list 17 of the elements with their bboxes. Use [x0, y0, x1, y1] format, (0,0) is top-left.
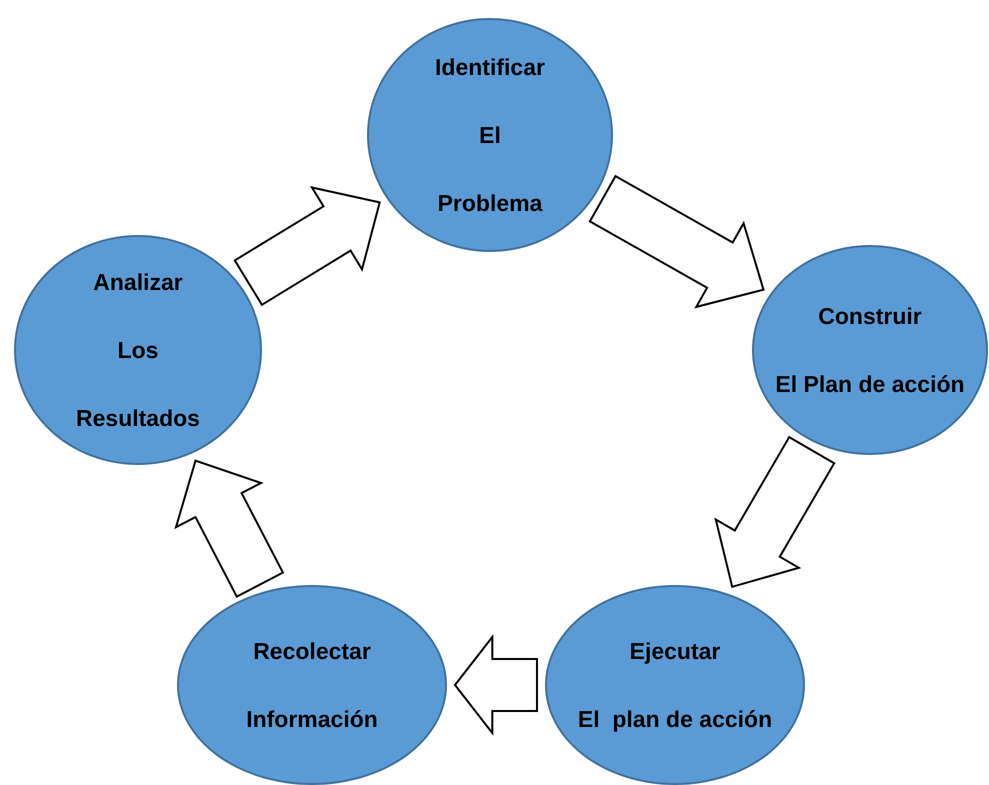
node-label: Problema [438, 189, 542, 218]
node-label: Los [118, 336, 158, 365]
node-label: Resultados [76, 404, 200, 433]
node-label: El Plan de acción [775, 370, 965, 399]
block-arrow [454, 634, 538, 736]
block-arrow [588, 174, 765, 308]
node-label: Información [246, 705, 378, 734]
node-label: El [479, 121, 501, 150]
node-label: Identificar [435, 53, 545, 82]
block-arrow [233, 186, 381, 306]
block-arrow [174, 459, 284, 598]
node-label: Analizar [93, 268, 183, 297]
node-label: Construir [818, 302, 922, 331]
block-arrow [714, 436, 836, 588]
node-label: El plan de acción [578, 705, 772, 734]
node-label: Ejecutar [630, 637, 720, 666]
node-label: Recolectar [253, 637, 371, 666]
